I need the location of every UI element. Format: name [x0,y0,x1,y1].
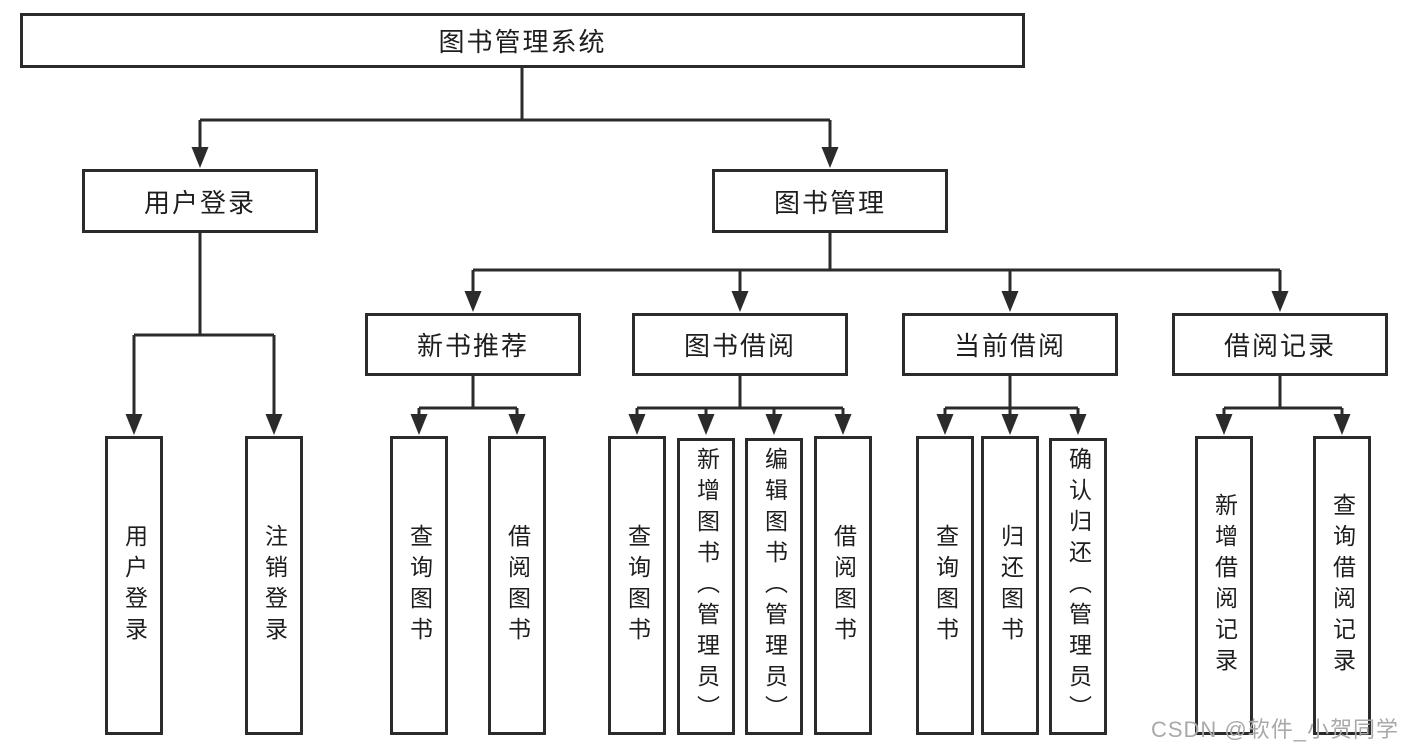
arrowhead [936,414,954,435]
arrowhead [191,147,209,168]
arrowhead [765,414,783,435]
leaf-logout-login: 注销登录 [245,436,303,735]
node-current-borrow: 当前借阅 [902,313,1118,376]
node-library-management-system: 图书管理系统 [20,13,1025,68]
arrowhead [1333,414,1351,435]
arrowhead [697,414,715,435]
arrowhead [1271,291,1289,312]
arrowhead [731,291,749,312]
node-user-login: 用户登录 [82,169,318,233]
arrowhead [834,414,852,435]
arrowhead [410,414,428,435]
node-label: 新增图书（管理员） [693,447,720,726]
connector-new-book-recommend [417,376,519,417]
arrowhead [1215,414,1233,435]
leaf-confirm-return-admin: 确认归还（管理员） [1049,438,1107,735]
arrowhead [821,147,839,168]
leaf-query-books-recommend: 查询图书 [390,436,448,735]
leaf-user-login: 用户登录 [105,436,163,735]
leaf-edit-book-admin: 编辑图书（管理员） [745,438,803,735]
node-label: 查询借阅记录 [1329,492,1356,679]
leaf-borrow-books-recommend: 借阅图书 [488,436,546,735]
arrowhead [125,414,143,435]
arrowhead [628,414,646,435]
leaf-add-borrow-record: 新增借阅记录 [1195,436,1253,735]
node-new-book-recommend: 新书推荐 [365,313,581,376]
arrowhead [1001,291,1019,312]
node-label: 确认归还（管理员） [1065,447,1092,726]
node-label: 新书推荐 [416,331,529,361]
node-label: 查询图书 [932,523,959,648]
node-label: 图书管理系统 [438,27,607,57]
node-label: 查询图书 [406,523,433,648]
node-label: 归还图书 [997,523,1024,648]
node-label: 图书借阅 [683,331,796,361]
connector-user-login [132,233,276,417]
node-borrow-records: 借阅记录 [1172,313,1388,376]
connector-current-borrow [943,376,1080,417]
arrowhead [508,414,526,435]
node-book-management: 图书管理 [712,169,948,233]
leaf-borrow-books-borrow: 借阅图书 [814,436,872,735]
node-label: 用户登录 [143,187,256,218]
node-label: 图书管理 [773,187,886,218]
arrowhead [265,414,283,435]
connector-book-management [471,233,1282,293]
leaf-query-borrow-record: 查询借阅记录 [1313,436,1371,735]
leaf-query-books-current: 查询图书 [916,436,974,735]
connector-book-borrow [635,376,845,417]
node-label: 当前借阅 [953,331,1066,361]
node-label: 编辑图书（管理员） [761,447,788,726]
arrowhead [1001,414,1019,435]
node-label: 借阅记录 [1223,331,1336,361]
leaf-query-books-borrow: 查询图书 [608,436,666,735]
watermark: CSDN @软件_小贺同学 [1150,717,1399,742]
connector-borrow-records [1222,376,1344,417]
leaf-return-books: 归还图书 [981,436,1039,735]
node-label: 借阅图书 [830,523,857,648]
leaf-add-book-admin: 新增图书（管理员） [677,438,735,735]
arrowhead [1069,414,1087,435]
node-label: 用户登录 [121,523,148,648]
node-label: 借阅图书 [504,523,531,648]
node-label: 注销登录 [261,523,288,648]
node-label: 新增借阅记录 [1211,492,1238,679]
node-label: 查询图书 [624,523,651,648]
connector-root-to-level2 [198,68,832,150]
arrowhead [464,291,482,312]
node-book-borrow: 图书借阅 [632,313,848,376]
